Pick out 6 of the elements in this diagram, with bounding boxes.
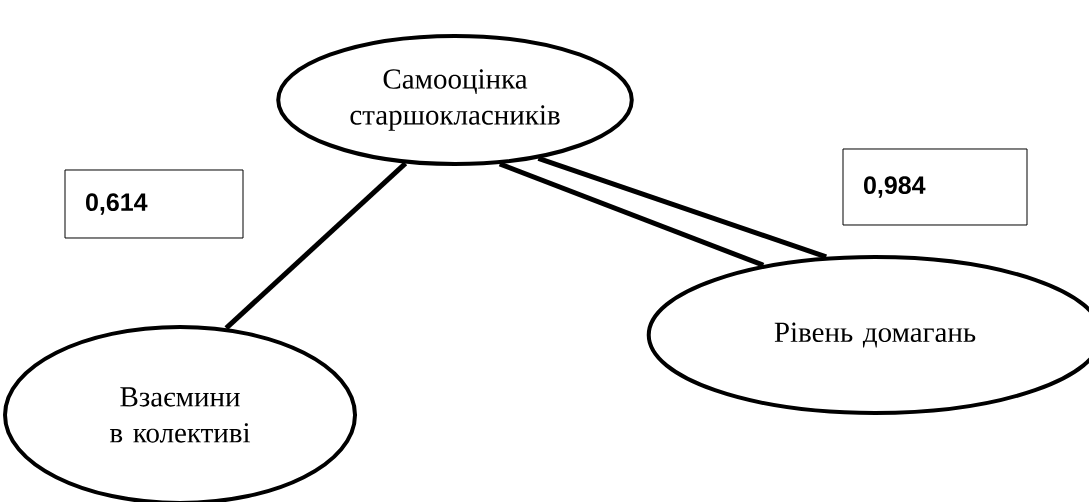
value-box: 0,614	[64, 169, 244, 239]
connector-line	[224, 161, 408, 330]
value-box: 0,984	[842, 148, 1028, 226]
ellipse-node: Самооцінка старшокласників	[276, 34, 634, 166]
connector-line	[537, 156, 827, 260]
connector-line	[498, 161, 765, 268]
